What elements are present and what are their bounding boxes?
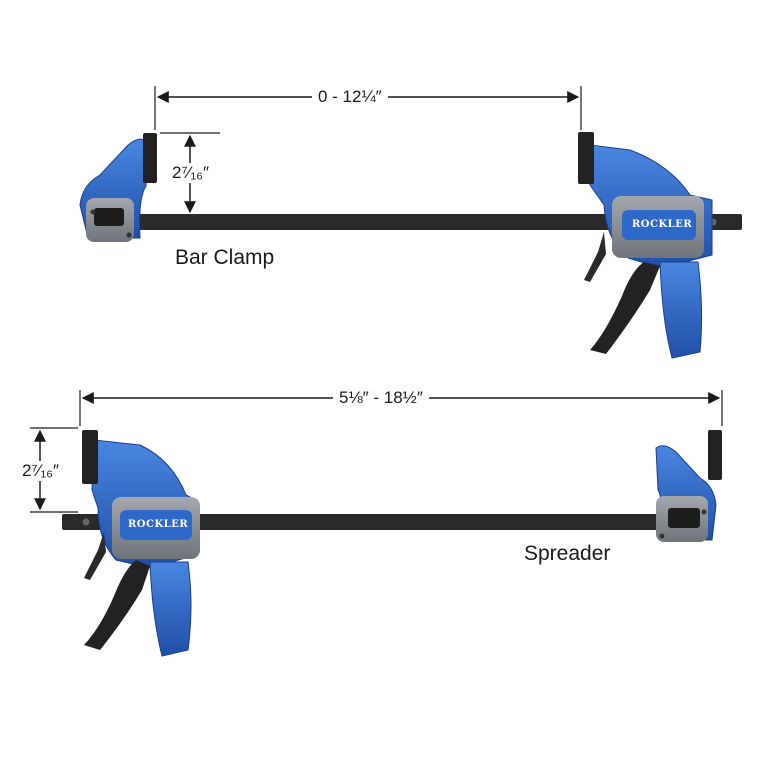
spreader-depth-label: 2⁷⁄₁₆″	[22, 461, 60, 481]
spreader-caption: Spreader	[524, 542, 611, 565]
bar-clamp-depth-label: 2⁷⁄₁₆″	[172, 163, 210, 183]
spreader-moving-jaw	[82, 430, 200, 657]
bar-clamp	[79, 86, 742, 359]
bar-clamp-opening-label: 0 - 12¼″	[312, 87, 388, 107]
spreader-bar	[62, 514, 712, 530]
spreader	[30, 390, 723, 657]
spreader-range-label: 5⅛″ - 18½″	[333, 388, 429, 408]
bar-clamp-brand-logo: ROCKLER	[632, 219, 693, 230]
spreader-brand-logo: ROCKLER	[128, 519, 189, 530]
bar-clamp-caption: Bar Clamp	[175, 246, 275, 269]
spreader-fixed-jaw	[655, 430, 722, 542]
bar-clamp-fixed-jaw	[79, 133, 157, 242]
bar-clamp-bar	[110, 214, 742, 230]
bar-clamp-moving-jaw	[578, 132, 713, 359]
